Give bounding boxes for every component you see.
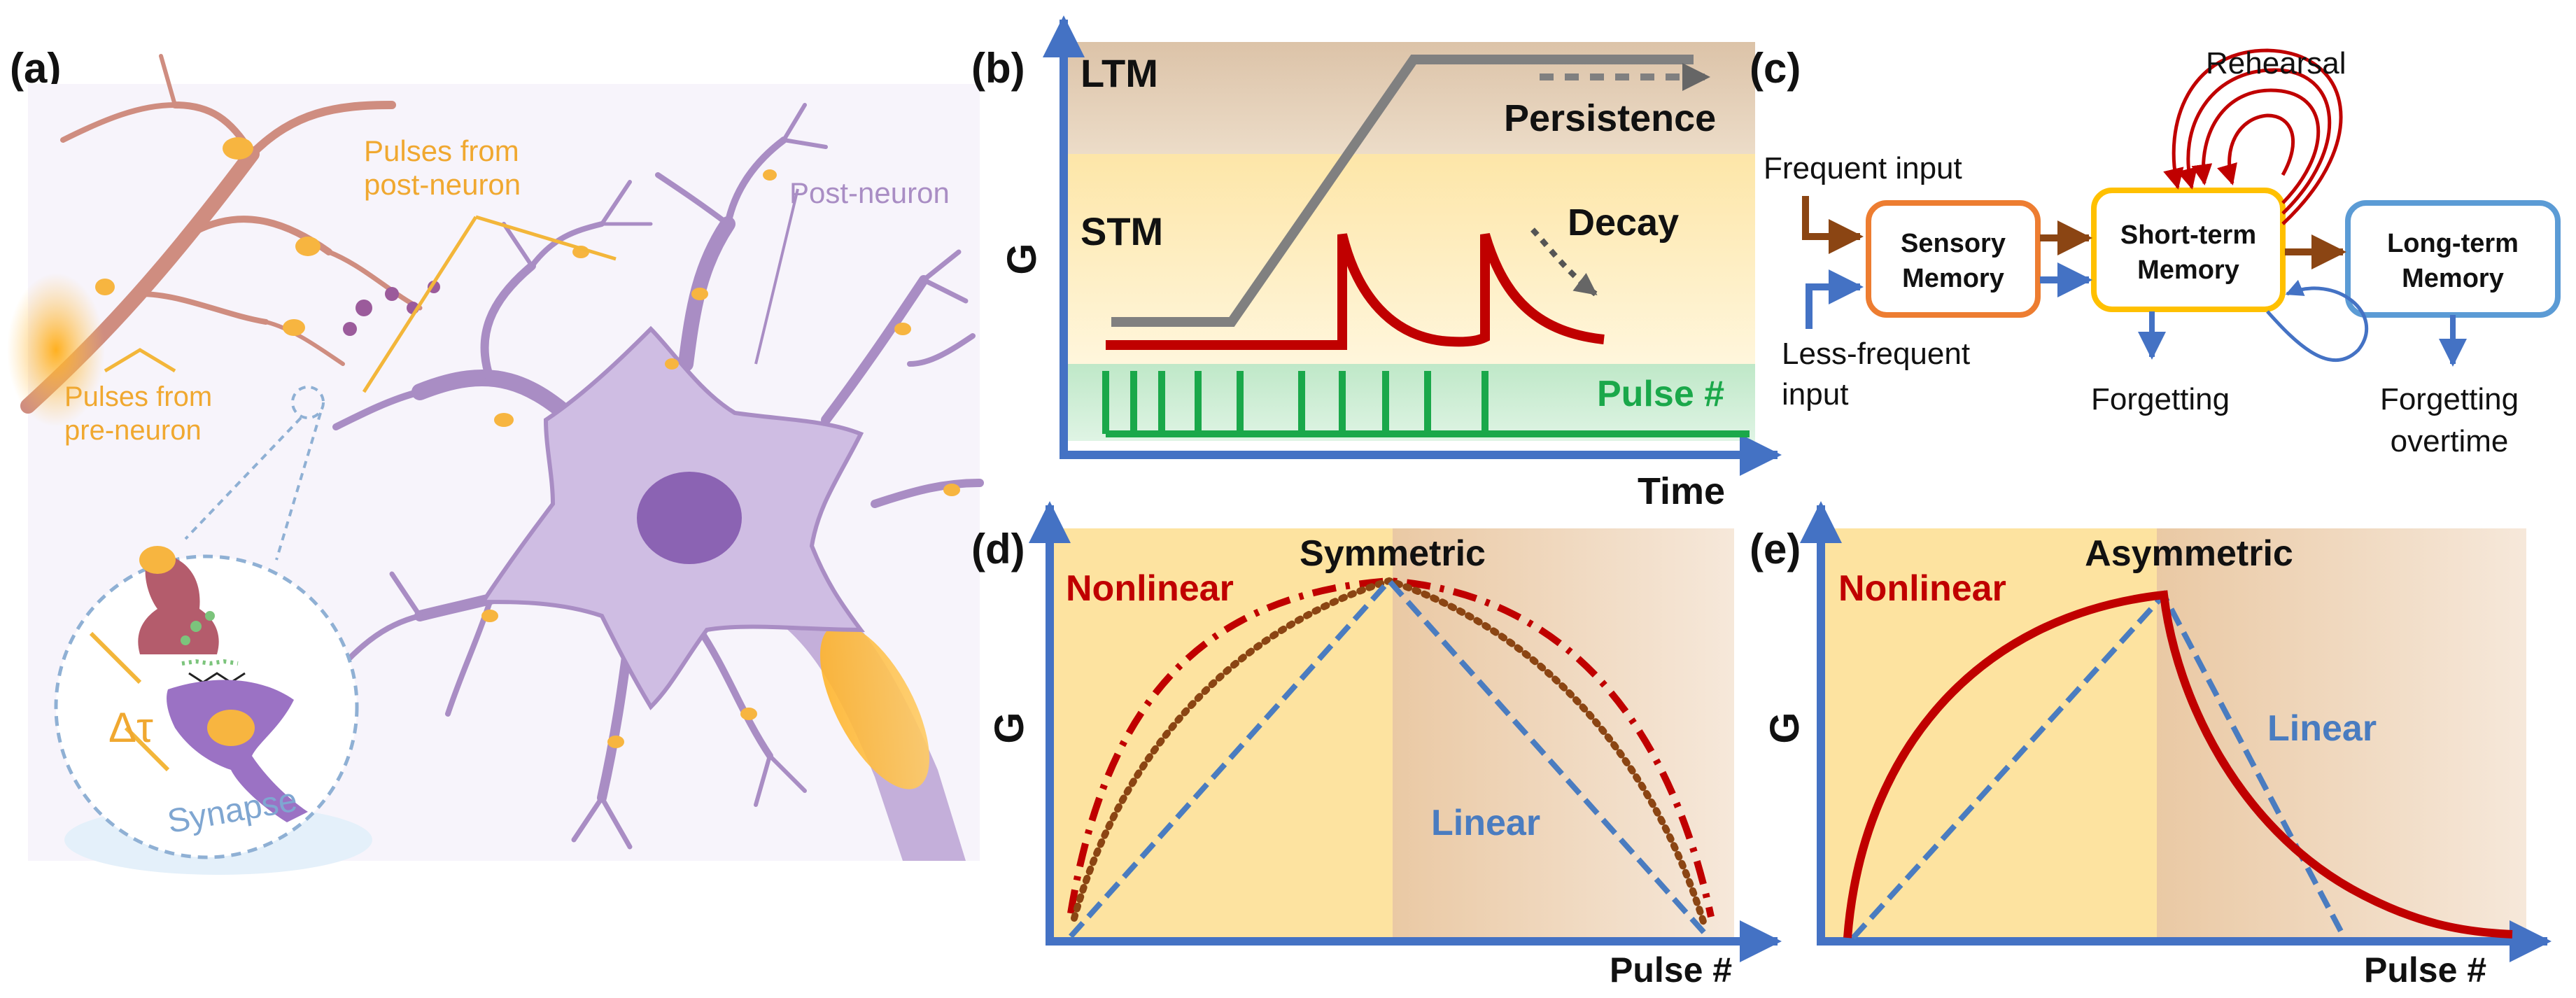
receptors bbox=[188, 672, 246, 684]
less-frequent-label-1: Less-frequent bbox=[1782, 337, 1970, 371]
panel-a: (a) bbox=[7, 45, 984, 875]
b-x-label: Time bbox=[1638, 470, 1725, 512]
long-term-label-1: Long-term bbox=[2387, 229, 2519, 258]
neurotransmitter bbox=[181, 635, 190, 645]
d-symmetric-label: Symmetric bbox=[1300, 533, 1486, 574]
axon-glow-left bbox=[7, 273, 105, 427]
e-x-label: Pulse # bbox=[2364, 950, 2486, 990]
sensory-label-1: Sensory bbox=[1901, 229, 2006, 258]
post-terminal bbox=[167, 680, 308, 822]
frequent-input-arrow bbox=[1802, 196, 1864, 254]
frequent-input-label: Frequent input bbox=[1764, 151, 1962, 185]
vesicle bbox=[385, 287, 399, 301]
d-right-region bbox=[1393, 528, 1734, 940]
forgetting-label: Forgetting bbox=[2091, 382, 2230, 416]
short-term-memory-box bbox=[2091, 188, 2286, 312]
sensory-memory-box bbox=[1866, 200, 2041, 318]
sensory-label-2: Memory bbox=[1902, 264, 2004, 293]
d-linear-label: Linear bbox=[1431, 803, 1540, 843]
terminal bbox=[283, 319, 305, 336]
b-y-label: G bbox=[999, 243, 1045, 274]
synaptic-cleft bbox=[181, 659, 239, 666]
vesicle bbox=[343, 322, 357, 336]
forgetting-overtime-label-1: Forgetting bbox=[2380, 382, 2519, 416]
e-nonlinear bbox=[1843, 590, 2513, 939]
e-left-region bbox=[1821, 528, 2157, 940]
e-right-region bbox=[2157, 528, 2526, 940]
terminal bbox=[223, 137, 253, 160]
label-pointers bbox=[104, 215, 617, 393]
post-neuron-label: Post-neuron bbox=[789, 176, 950, 209]
short-term-label-2: Memory bbox=[2137, 255, 2239, 285]
d-nonlinear-label: Nonlinear bbox=[1066, 568, 1234, 609]
ltm-label: LTM bbox=[1081, 51, 1158, 95]
e-y-label: G bbox=[1762, 712, 1808, 743]
pulses-post-label-2: post-neuron bbox=[364, 168, 521, 201]
long-term-label-2: Memory bbox=[2402, 264, 2504, 293]
panel-d: (d) Nonlinear Symmetric Linear G Pulse # bbox=[971, 501, 1782, 990]
e-linear-label: Linear bbox=[2267, 708, 2377, 749]
pre-terminal-glow bbox=[139, 546, 176, 574]
stm-self-loop bbox=[2266, 279, 2369, 362]
long-term-memory-box bbox=[2345, 200, 2561, 318]
terminal bbox=[295, 237, 321, 256]
axon-glow bbox=[820, 624, 929, 789]
zoom-line bbox=[275, 412, 322, 561]
neurotransmitter bbox=[205, 611, 215, 621]
post-terminal-glow bbox=[207, 710, 255, 746]
delta-tau-label: Δτ bbox=[108, 704, 153, 751]
panel-e-label: (e) bbox=[1750, 526, 1801, 572]
gray-trace bbox=[1111, 55, 1694, 327]
persistence-label: Persistence bbox=[1504, 97, 1716, 139]
terminal bbox=[95, 279, 115, 295]
pulse-label: Pulse # bbox=[1597, 374, 1724, 414]
red-trace bbox=[1106, 233, 1605, 350]
zoom-source-circle bbox=[291, 386, 325, 419]
e-nonlinear-label: Nonlinear bbox=[1838, 568, 2006, 609]
d-y-label: G bbox=[987, 712, 1032, 743]
delta-arrow-2 bbox=[124, 726, 170, 772]
pulses-post-label-1: Pulses from bbox=[364, 134, 519, 167]
zoom-line bbox=[184, 416, 302, 540]
panel-b: (b) LTM STM Persistence Decay Pulse # G … bbox=[971, 15, 1782, 512]
panel-b-label: (b) bbox=[971, 45, 1025, 92]
stm-label: STM bbox=[1081, 209, 1163, 253]
rehearsal-label: Rehearsal bbox=[2206, 46, 2346, 80]
less-frequent-label-2: input bbox=[1782, 377, 1848, 412]
panel-d-label: (d) bbox=[971, 526, 1025, 572]
short-term-label-1: Short-term bbox=[2120, 220, 2256, 250]
d-nonlinear-dotted bbox=[1071, 577, 1708, 927]
d-x-label: Pulse # bbox=[1610, 950, 1732, 990]
decay-label: Decay bbox=[1568, 202, 1679, 244]
forgetting-overtime-label-2: overtime bbox=[2391, 424, 2509, 458]
e-asymmetric-label: Asymmetric bbox=[2085, 533, 2293, 574]
pulses-pre-label-1: Pulses from bbox=[64, 381, 212, 412]
d-left-region bbox=[1050, 528, 1393, 940]
panel-a-label: (a) bbox=[10, 45, 61, 92]
neurotransmitter bbox=[190, 621, 202, 632]
pulse-region bbox=[1064, 364, 1755, 441]
synapse-spots bbox=[481, 169, 960, 748]
green-pulses bbox=[1102, 371, 1750, 437]
less-frequent-arrow bbox=[1806, 269, 1864, 329]
panel-c-label: (c) bbox=[1750, 45, 1801, 92]
rehearsal-loops bbox=[2163, 48, 2343, 225]
post-neuron-pointer bbox=[754, 188, 799, 365]
vesicle bbox=[356, 300, 372, 316]
nucleus bbox=[637, 472, 742, 564]
delta-arrow-1 bbox=[89, 631, 142, 684]
panel-e: (e) Nonlinear Asymmetric Linear G Pulse … bbox=[1750, 501, 2552, 990]
panel-c: (c) Frequent input Less-frequent input S… bbox=[1750, 45, 2561, 458]
pulses-pre-label-2: pre-neuron bbox=[64, 415, 202, 446]
